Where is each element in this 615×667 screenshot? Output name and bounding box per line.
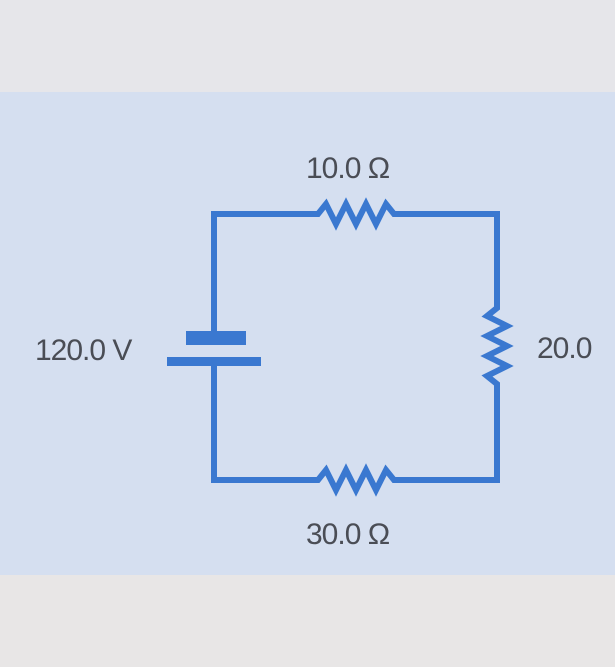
battery-label: 120.0 V xyxy=(35,334,132,367)
right-resistor-label: 20.0 xyxy=(537,332,592,365)
bottom-band xyxy=(0,575,615,667)
battery-short-plate xyxy=(186,331,246,345)
top-resistor-label: 10.0 Ω xyxy=(306,152,390,185)
top-wire xyxy=(211,197,514,497)
top-band xyxy=(0,0,615,92)
bottom-resistor-label: 30.0 Ω xyxy=(306,518,390,551)
battery-long-plate xyxy=(167,357,261,366)
diagram-panel xyxy=(0,92,615,575)
